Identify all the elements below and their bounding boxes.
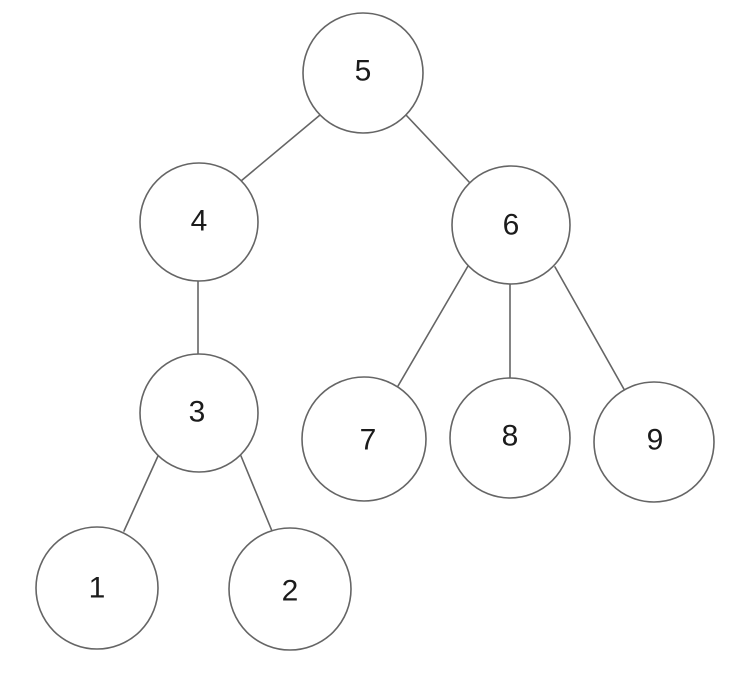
- edges-group: [123, 114, 626, 532]
- node-label-6: 6: [503, 209, 520, 242]
- tree-node-9[interactable]: 9: [593, 381, 715, 503]
- edge-5-to-4: [240, 114, 321, 182]
- node-label-5: 5: [355, 55, 372, 88]
- node-circle-5[interactable]: [302, 12, 424, 134]
- tree-node-8[interactable]: 8: [449, 377, 571, 499]
- node-label-2: 2: [282, 575, 299, 608]
- edge-5-to-6: [405, 114, 471, 184]
- node-label-9: 9: [647, 424, 664, 457]
- node-circle-8[interactable]: [449, 377, 571, 499]
- node-circle-9[interactable]: [593, 381, 715, 503]
- tree-node-2[interactable]: 2: [228, 527, 352, 651]
- edge-6-to-9: [554, 266, 626, 392]
- tree-node-7[interactable]: 7: [301, 376, 427, 502]
- node-label-8: 8: [502, 420, 519, 453]
- node-circle-7[interactable]: [301, 376, 427, 502]
- nodes-group: 5 4 6 3 7 8 9 1 2: [35, 12, 715, 651]
- node-label-1: 1: [89, 572, 106, 605]
- tree-node-3[interactable]: 3: [139, 353, 259, 473]
- edge-3-to-2: [240, 455, 273, 532]
- tree-node-1[interactable]: 1: [35, 526, 159, 650]
- node-circle-1[interactable]: [35, 526, 159, 650]
- node-label-7: 7: [360, 424, 377, 457]
- node-circle-4[interactable]: [139, 162, 259, 282]
- edge-3-to-1: [123, 455, 159, 532]
- node-label-3: 3: [189, 396, 206, 429]
- tree-node-4[interactable]: 4: [139, 162, 259, 282]
- node-label-4: 4: [191, 205, 208, 238]
- tree-node-5[interactable]: 5: [302, 12, 424, 134]
- node-circle-6[interactable]: [451, 165, 571, 285]
- node-circle-3[interactable]: [139, 353, 259, 473]
- tree-node-6[interactable]: 6: [451, 165, 571, 285]
- edge-6-to-7: [397, 265, 469, 387]
- node-circle-2[interactable]: [228, 527, 352, 651]
